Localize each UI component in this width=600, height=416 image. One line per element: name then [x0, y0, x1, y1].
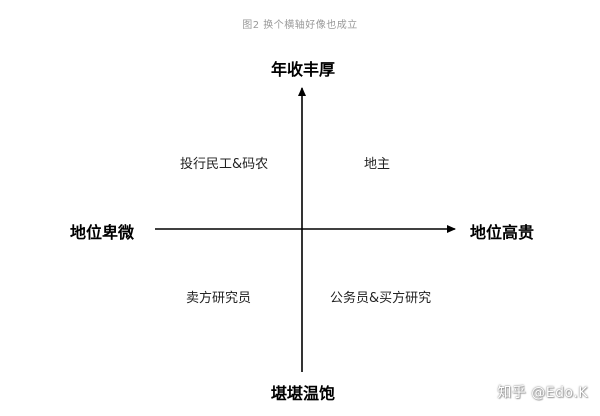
quadrant-bottom-right: 公务员&买方研究 [330, 291, 432, 306]
quadrant-top-left: 投行民工&码农 [180, 157, 269, 172]
axis-label-bottom: 堪堪温饱 [270, 384, 335, 403]
axis-label-right: 地位高贵 [470, 223, 535, 242]
axis-label-top: 年收丰厚 [270, 60, 335, 79]
figure-caption: 图2 换个横轴好像也成立 [242, 20, 358, 31]
watermark: 知乎 @Edo.K [497, 385, 588, 401]
quadrant-bottom-left: 卖方研究员 [186, 291, 252, 306]
quadrant-top-right: 地主 [364, 157, 391, 172]
axis-label-left: 地位卑微 [70, 223, 135, 242]
